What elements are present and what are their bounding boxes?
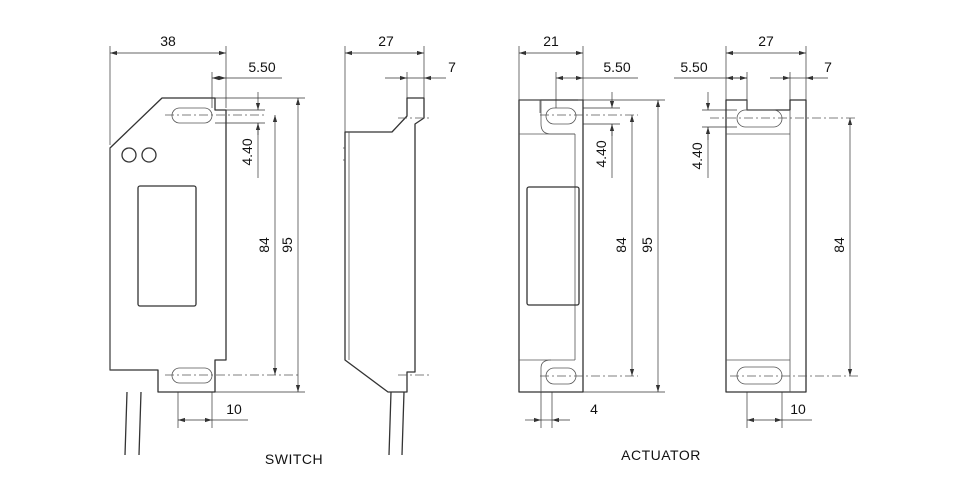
actuator-side-bottom-tab-label: 10: [790, 401, 806, 417]
switch-side-body: [344, 97, 425, 393]
switch-hole-pitch-label: 84: [256, 237, 272, 253]
actuator-front-view: 21 5.50 4.40 84 95 4: [518, 33, 665, 428]
switch-hole-spacing-label: 4.40: [239, 138, 255, 165]
actuator-side-tab-label: 7: [824, 59, 832, 75]
switch-led-1: [121, 147, 137, 163]
actuator-label-window: [526, 186, 580, 306]
switch-side-view: 27 7: [343, 33, 456, 456]
actuator-front-body: [518, 99, 584, 393]
switch-side-depth-label: 27: [378, 33, 394, 49]
switch-width-label: 38: [160, 33, 176, 49]
actuator-bottom-tab-label: 4: [590, 401, 598, 417]
actuator-caption: ACTUATOR: [621, 447, 701, 463]
switch-label-window: [137, 185, 197, 307]
switch-side-cable: [388, 391, 405, 456]
actuator-hole-spacing-label: 4.40: [593, 140, 609, 167]
switch-side-tab-label: 7: [448, 59, 456, 75]
actuator-height-label: 95: [639, 237, 655, 253]
actuator-top-slot: [545, 107, 577, 125]
actuator-side-body: [725, 99, 807, 393]
actuator-side-depth-label: 27: [758, 33, 774, 49]
actuator-side-view: 27 5.50 7 4.40 84 10: [674, 33, 858, 428]
actuator-width-label: 21: [543, 33, 559, 49]
switch-height-label: 95: [279, 237, 295, 253]
actuator-side-bottom-slot: [736, 366, 783, 385]
switch-bottom-slot: [171, 367, 213, 384]
switch-top-slot: [171, 107, 213, 124]
switch-front-body: [109, 97, 227, 393]
actuator-side-top-slot: [736, 109, 783, 128]
actuator-side-hole-spacing-label: 4.40: [689, 142, 705, 169]
actuator-side-hole-offset-label: 5.50: [680, 59, 707, 75]
switch-hole-offset-label: 5.50: [248, 59, 275, 75]
switch-bottom-tab-label: 10: [226, 401, 242, 417]
actuator-side-hole-pitch-label: 84: [831, 237, 847, 253]
actuator-hole-offset-label: 5.50: [603, 59, 630, 75]
actuator-hole-pitch-label: 84: [613, 237, 629, 253]
switch-front-view: 38 5.50 4.40 84 95 10: [109, 33, 305, 456]
switch-led-2: [141, 147, 157, 163]
switch-caption: SWITCH: [265, 451, 323, 467]
switch-cable: [124, 391, 142, 456]
